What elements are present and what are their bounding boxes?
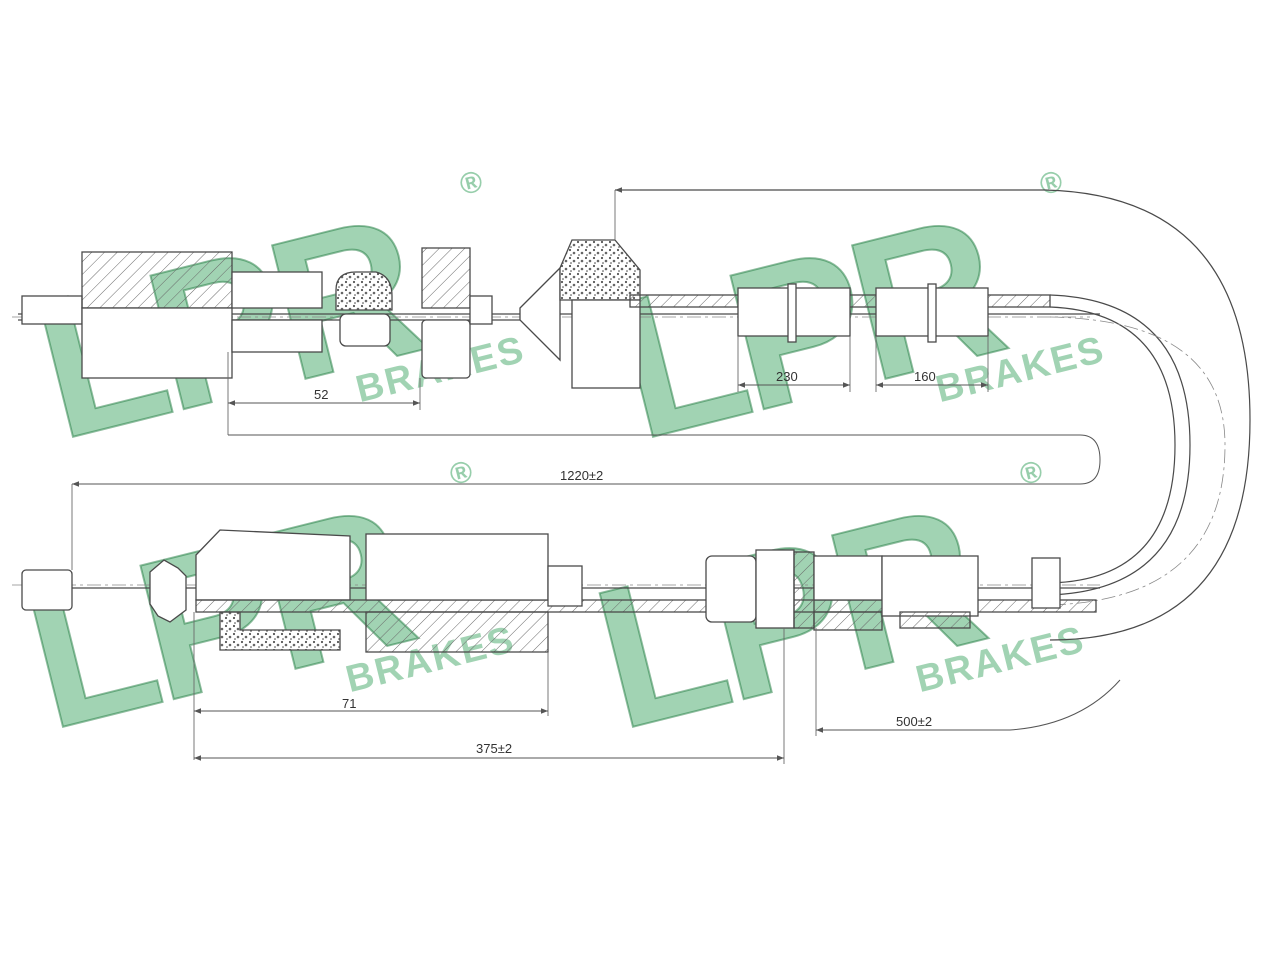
top-clip-2-band: [927, 283, 937, 343]
top-bracket-tail: [469, 295, 493, 325]
top-bracket-hatched: [421, 247, 471, 309]
bottom-adjuster-1: [705, 555, 757, 623]
cable-bend: [615, 189, 1251, 641]
watermark-registered: ®: [1036, 165, 1065, 202]
dim-500-label: 500±2: [896, 714, 932, 729]
top-rubber-grommet: [335, 271, 393, 311]
dim-1220-label: 1220±2: [560, 468, 603, 483]
bottom-sleeve-tail: [547, 565, 583, 607]
bottom-adjuster-nut: [755, 549, 795, 629]
bottom-plastic-clip: [149, 559, 187, 623]
bottom-adjuster-body: [813, 611, 883, 631]
dim-71-label: 71: [342, 696, 356, 711]
bottom-adjuster-hex: [793, 551, 815, 629]
watermark-registered: ®: [456, 165, 485, 202]
top-grommet-collar: [339, 313, 391, 347]
dim-375-label: 375±2: [476, 741, 512, 756]
top-end-neck: [231, 271, 323, 309]
watermark-registered: ®: [1016, 455, 1045, 492]
bottom-adjuster-sleeve: [813, 555, 883, 601]
dim-1220-bracket: [72, 434, 1101, 487]
bottom-sleeve: [365, 533, 549, 601]
top-end-neck-lower: [231, 319, 323, 353]
dimensions: 52 1220±2 230 160 71 375±2 500±2: [71, 187, 1121, 764]
dim-230-label: 230: [776, 369, 798, 384]
top-cone-rubber: [559, 239, 641, 301]
watermark-registered: ®: [446, 455, 475, 492]
bottom-end-cap: [1031, 557, 1061, 609]
top-bracket-lower: [421, 319, 471, 379]
bend-outer-arc: [615, 189, 1251, 641]
watermarks: LPR BRAKES ® LPR BRAKES ® LPR BRAKES ® L…: [5, 165, 1109, 773]
bottom-assembly: [12, 529, 1100, 653]
bottom-thread-sleeve: [881, 555, 979, 617]
dim-160-label: 160: [914, 369, 936, 384]
top-assembly: [12, 239, 1100, 389]
bottom-cone-ring: [195, 529, 351, 601]
dim-52-label: 52: [314, 387, 328, 402]
top-cone-tip: [519, 266, 561, 362]
bottom-end-ferrule: [21, 569, 73, 611]
top-clip-1-band: [787, 283, 797, 343]
bend-centerline: [1049, 316, 1226, 606]
bend-sheath-outer: [1049, 294, 1191, 596]
top-end-cylinder-lower: [81, 307, 233, 379]
bottom-sleeve-hatched: [365, 611, 549, 653]
top-end-rod: [21, 295, 83, 325]
top-cone-body: [571, 299, 641, 389]
bottom-outer-sheath: [195, 599, 1097, 613]
top-end-cylinder-hatched: [81, 251, 233, 309]
bend-sheath-inner: [1049, 306, 1176, 584]
bottom-thread-hatched: [899, 611, 971, 629]
dim-500-line: [816, 679, 1121, 733]
